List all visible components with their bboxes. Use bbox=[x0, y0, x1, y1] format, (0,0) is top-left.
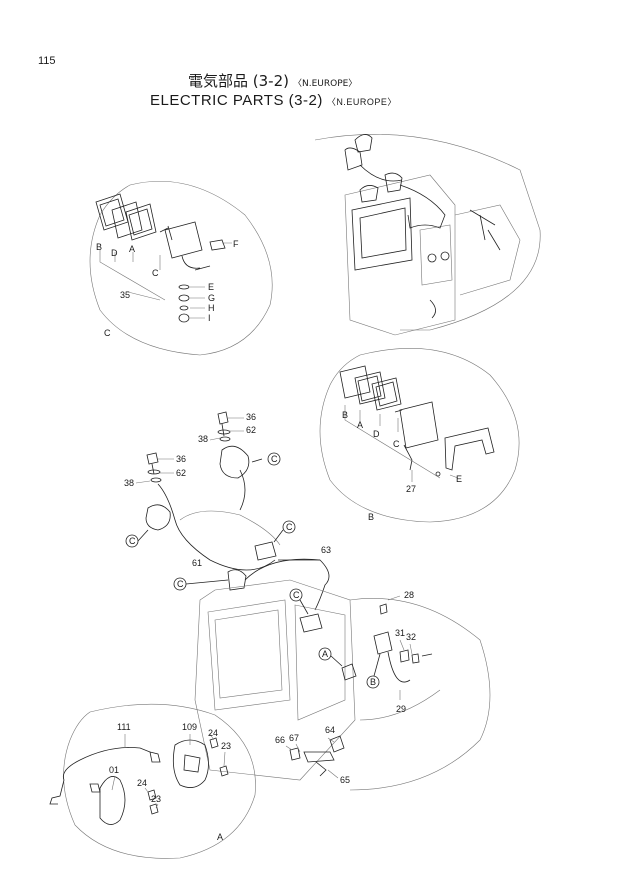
marker-c-3-label: C bbox=[286, 522, 293, 532]
label-view-b-D: D bbox=[373, 429, 380, 439]
label-109: 109 bbox=[182, 722, 197, 732]
marker-c-4: C bbox=[173, 577, 229, 591]
detail-view-a bbox=[49, 703, 256, 859]
label-view-c-H: H bbox=[208, 303, 215, 313]
title-en-text: ELECTRIC PARTS (3-2) bbox=[150, 92, 323, 109]
label-65: 65 bbox=[340, 775, 350, 785]
region-note-en: 〈N.EUROPE〉 bbox=[326, 97, 397, 107]
label-view-c-F: F bbox=[233, 239, 239, 249]
label-38-upper: 38 bbox=[198, 434, 208, 444]
label-29: 29 bbox=[396, 704, 406, 714]
cab-overview-top bbox=[314, 134, 541, 336]
page-title-english: ELECTRIC PARTS (3-2)〈N.EUROPE〉 bbox=[150, 92, 397, 109]
label-view-c-C: C bbox=[152, 268, 159, 278]
label-63: 63 bbox=[321, 545, 331, 555]
label-36-lower: 36 bbox=[176, 454, 186, 464]
label-view-c-D: D bbox=[111, 248, 118, 258]
detail-view-b bbox=[319, 348, 520, 523]
label-01: 01 bbox=[109, 765, 119, 775]
marker-c-2-label: C bbox=[129, 536, 136, 546]
marker-c-3: C bbox=[273, 520, 296, 543]
marker-a: A bbox=[318, 647, 343, 667]
marker-c-5: C bbox=[289, 588, 309, 615]
label-62-upper: 62 bbox=[246, 425, 256, 435]
label-38-lower: 38 bbox=[124, 478, 134, 488]
label-view-c-35: 35 bbox=[120, 290, 130, 300]
label-61: 61 bbox=[192, 558, 202, 568]
marker-a-label: A bbox=[322, 649, 328, 659]
label-36-upper: 36 bbox=[246, 412, 256, 422]
marker-c-2: C bbox=[125, 529, 149, 548]
label-67: 67 bbox=[289, 733, 299, 743]
marker-b-label: B bbox=[370, 677, 376, 687]
marker-b: B bbox=[366, 653, 381, 689]
label-view-c-E: E bbox=[208, 282, 214, 292]
label-view-c-I: I bbox=[208, 313, 211, 323]
label-view-b-27: 27 bbox=[406, 484, 416, 494]
label-32: 32 bbox=[406, 632, 416, 642]
marker-c-5-label: C bbox=[293, 590, 300, 600]
label-23-upper: 23 bbox=[221, 741, 231, 751]
label-23-lower: 23 bbox=[151, 794, 161, 804]
label-view-b-C: C bbox=[393, 439, 400, 449]
label-view-b-B: B bbox=[342, 410, 348, 420]
work-lamp-assembly bbox=[145, 411, 330, 633]
label-view-b-title: B bbox=[368, 512, 374, 522]
label-view-c-title: C bbox=[104, 328, 111, 338]
label-62-lower: 62 bbox=[176, 468, 186, 478]
label-66: 66 bbox=[275, 735, 285, 745]
marker-c-1-label: C bbox=[271, 454, 278, 464]
marker-c-1: C bbox=[251, 452, 281, 466]
label-28: 28 bbox=[404, 590, 414, 600]
label-view-c-A: A bbox=[129, 244, 135, 254]
label-64: 64 bbox=[325, 725, 335, 735]
label-24-lower: 24 bbox=[137, 778, 147, 788]
cab-body-lower bbox=[194, 579, 491, 791]
label-111: 111 bbox=[117, 722, 131, 732]
title-ja-text: 電気部品 (3-2) bbox=[188, 72, 289, 90]
marker-c-4-label: C bbox=[177, 579, 184, 589]
label-31: 31 bbox=[395, 628, 405, 638]
label-view-c-G: G bbox=[208, 293, 215, 303]
label-view-a-title: A bbox=[217, 832, 223, 842]
label-view-b-E: E bbox=[456, 474, 462, 484]
page-number: 115 bbox=[38, 55, 56, 67]
label-24-upper: 24 bbox=[208, 728, 218, 738]
detail-view-c bbox=[89, 180, 273, 356]
region-note-ja: 〈N.EUROPE〉 bbox=[292, 79, 358, 89]
label-view-b-A: A bbox=[357, 420, 363, 430]
page-title-japanese: 電気部品 (3-2)〈N.EUROPE〉 bbox=[188, 70, 357, 91]
label-view-c-B: B bbox=[96, 242, 102, 252]
